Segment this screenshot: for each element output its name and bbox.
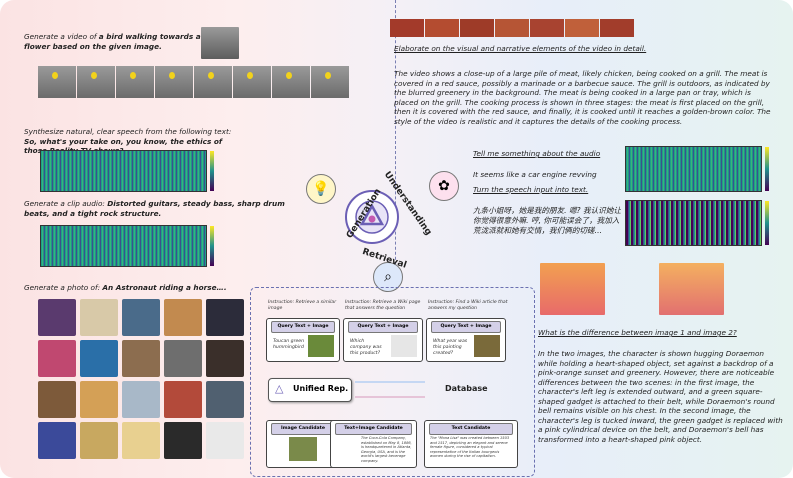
triangle-logo-icon: [355, 200, 389, 234]
speech-question: Turn the speech input into text.: [473, 185, 589, 194]
lightbulb-icon: 💡: [306, 174, 336, 204]
input-image-thumbnail: [201, 27, 239, 59]
triangle-logo-icon: △: [275, 382, 284, 395]
generated-photo-11: [38, 381, 76, 418]
audio-prompt: Generate a clip audio: Distorted guitars…: [24, 199, 285, 218]
audio-question: Tell me something about the audio: [473, 149, 601, 158]
generated-photo-16: [38, 422, 76, 459]
generated-photo-5: [206, 299, 244, 336]
generated-photo-10: [206, 340, 244, 377]
query-card-3: Query Text + Image What year was this pa…: [426, 318, 506, 362]
speech-spectrogram-input: [625, 200, 769, 246]
audio-spectrogram-input: [625, 146, 769, 192]
generated-photo-13: [122, 381, 160, 418]
generated-photo-19: [164, 422, 202, 459]
audio-answer: It seems like a car engine revving: [473, 170, 597, 179]
generated-photo-3: [122, 299, 160, 336]
speech-answer: 九条小姐呀，她是我的朋友. 嗯? 我认识她让你觉得很意外嘛. 哼, 你可能误会了…: [473, 206, 621, 235]
audio-spectrogram: [40, 225, 214, 267]
coca-cola-logo: [336, 439, 358, 451]
query-card-1: Query Text + Image Toucan green hummingb…: [266, 318, 340, 362]
generated-photo-14: [164, 381, 202, 418]
brain-icon: ✿: [429, 171, 459, 201]
image-question: What is the difference between image 1 a…: [538, 328, 737, 337]
arrow-to-database: [355, 381, 425, 383]
divider-line: [395, 0, 396, 290]
text-candidate-card: Text Candidate The "Mona Lisa" was creat…: [424, 420, 518, 468]
photo-prompt: Generate a photo of: An Astronaut riding…: [24, 283, 227, 292]
instruction-2: Instruction: Retrieve a Wiki page that a…: [345, 300, 421, 311]
generated-video-frames: [38, 66, 349, 98]
instruction-1: Instruction: Retrieve a similar image: [268, 300, 337, 311]
query-card-2: Query Text + Image Which company was thi…: [343, 318, 423, 362]
input-video-frames: [390, 19, 634, 37]
cartoon-image-2: [659, 263, 724, 315]
generated-photo-6: [38, 340, 76, 377]
speech-spectrogram: [40, 150, 214, 192]
generated-photo-17: [80, 422, 118, 459]
instruction-3: Instruction: Find a Wiki article that an…: [428, 300, 508, 311]
generated-photo-grid: [38, 299, 244, 459]
generated-photo-12: [80, 381, 118, 418]
generated-photo-7: [80, 340, 118, 377]
image-answer: In the two images, the character is show…: [538, 349, 783, 444]
generated-photo-2: [80, 299, 118, 336]
generated-photo-1: [38, 299, 76, 336]
unified-model-logo: [345, 190, 399, 244]
video-prompt: Generate a video of a bird walking towar…: [24, 32, 201, 51]
generated-photo-4: [164, 299, 202, 336]
generated-photo-20: [206, 422, 244, 459]
image-candidate-card: Image Candidate: [266, 420, 340, 468]
text-image-candidate-card: Text+Image Candidate The Coca-Cola Compa…: [330, 420, 417, 468]
generated-photo-18: [122, 422, 160, 459]
cartoon-image-1: [540, 263, 605, 315]
arrow-from-database: [355, 396, 425, 398]
retrieval-panel: [250, 287, 535, 477]
generated-photo-8: [122, 340, 160, 377]
generated-photo-9: [164, 340, 202, 377]
database-label: Database: [445, 384, 488, 393]
unified-representation-box: △ Unified Rep.: [268, 378, 352, 402]
generated-photo-15: [206, 381, 244, 418]
video-question: Elaborate on the visual and narrative el…: [394, 44, 647, 53]
video-answer: The video shows a close-up of a large pi…: [394, 69, 771, 126]
